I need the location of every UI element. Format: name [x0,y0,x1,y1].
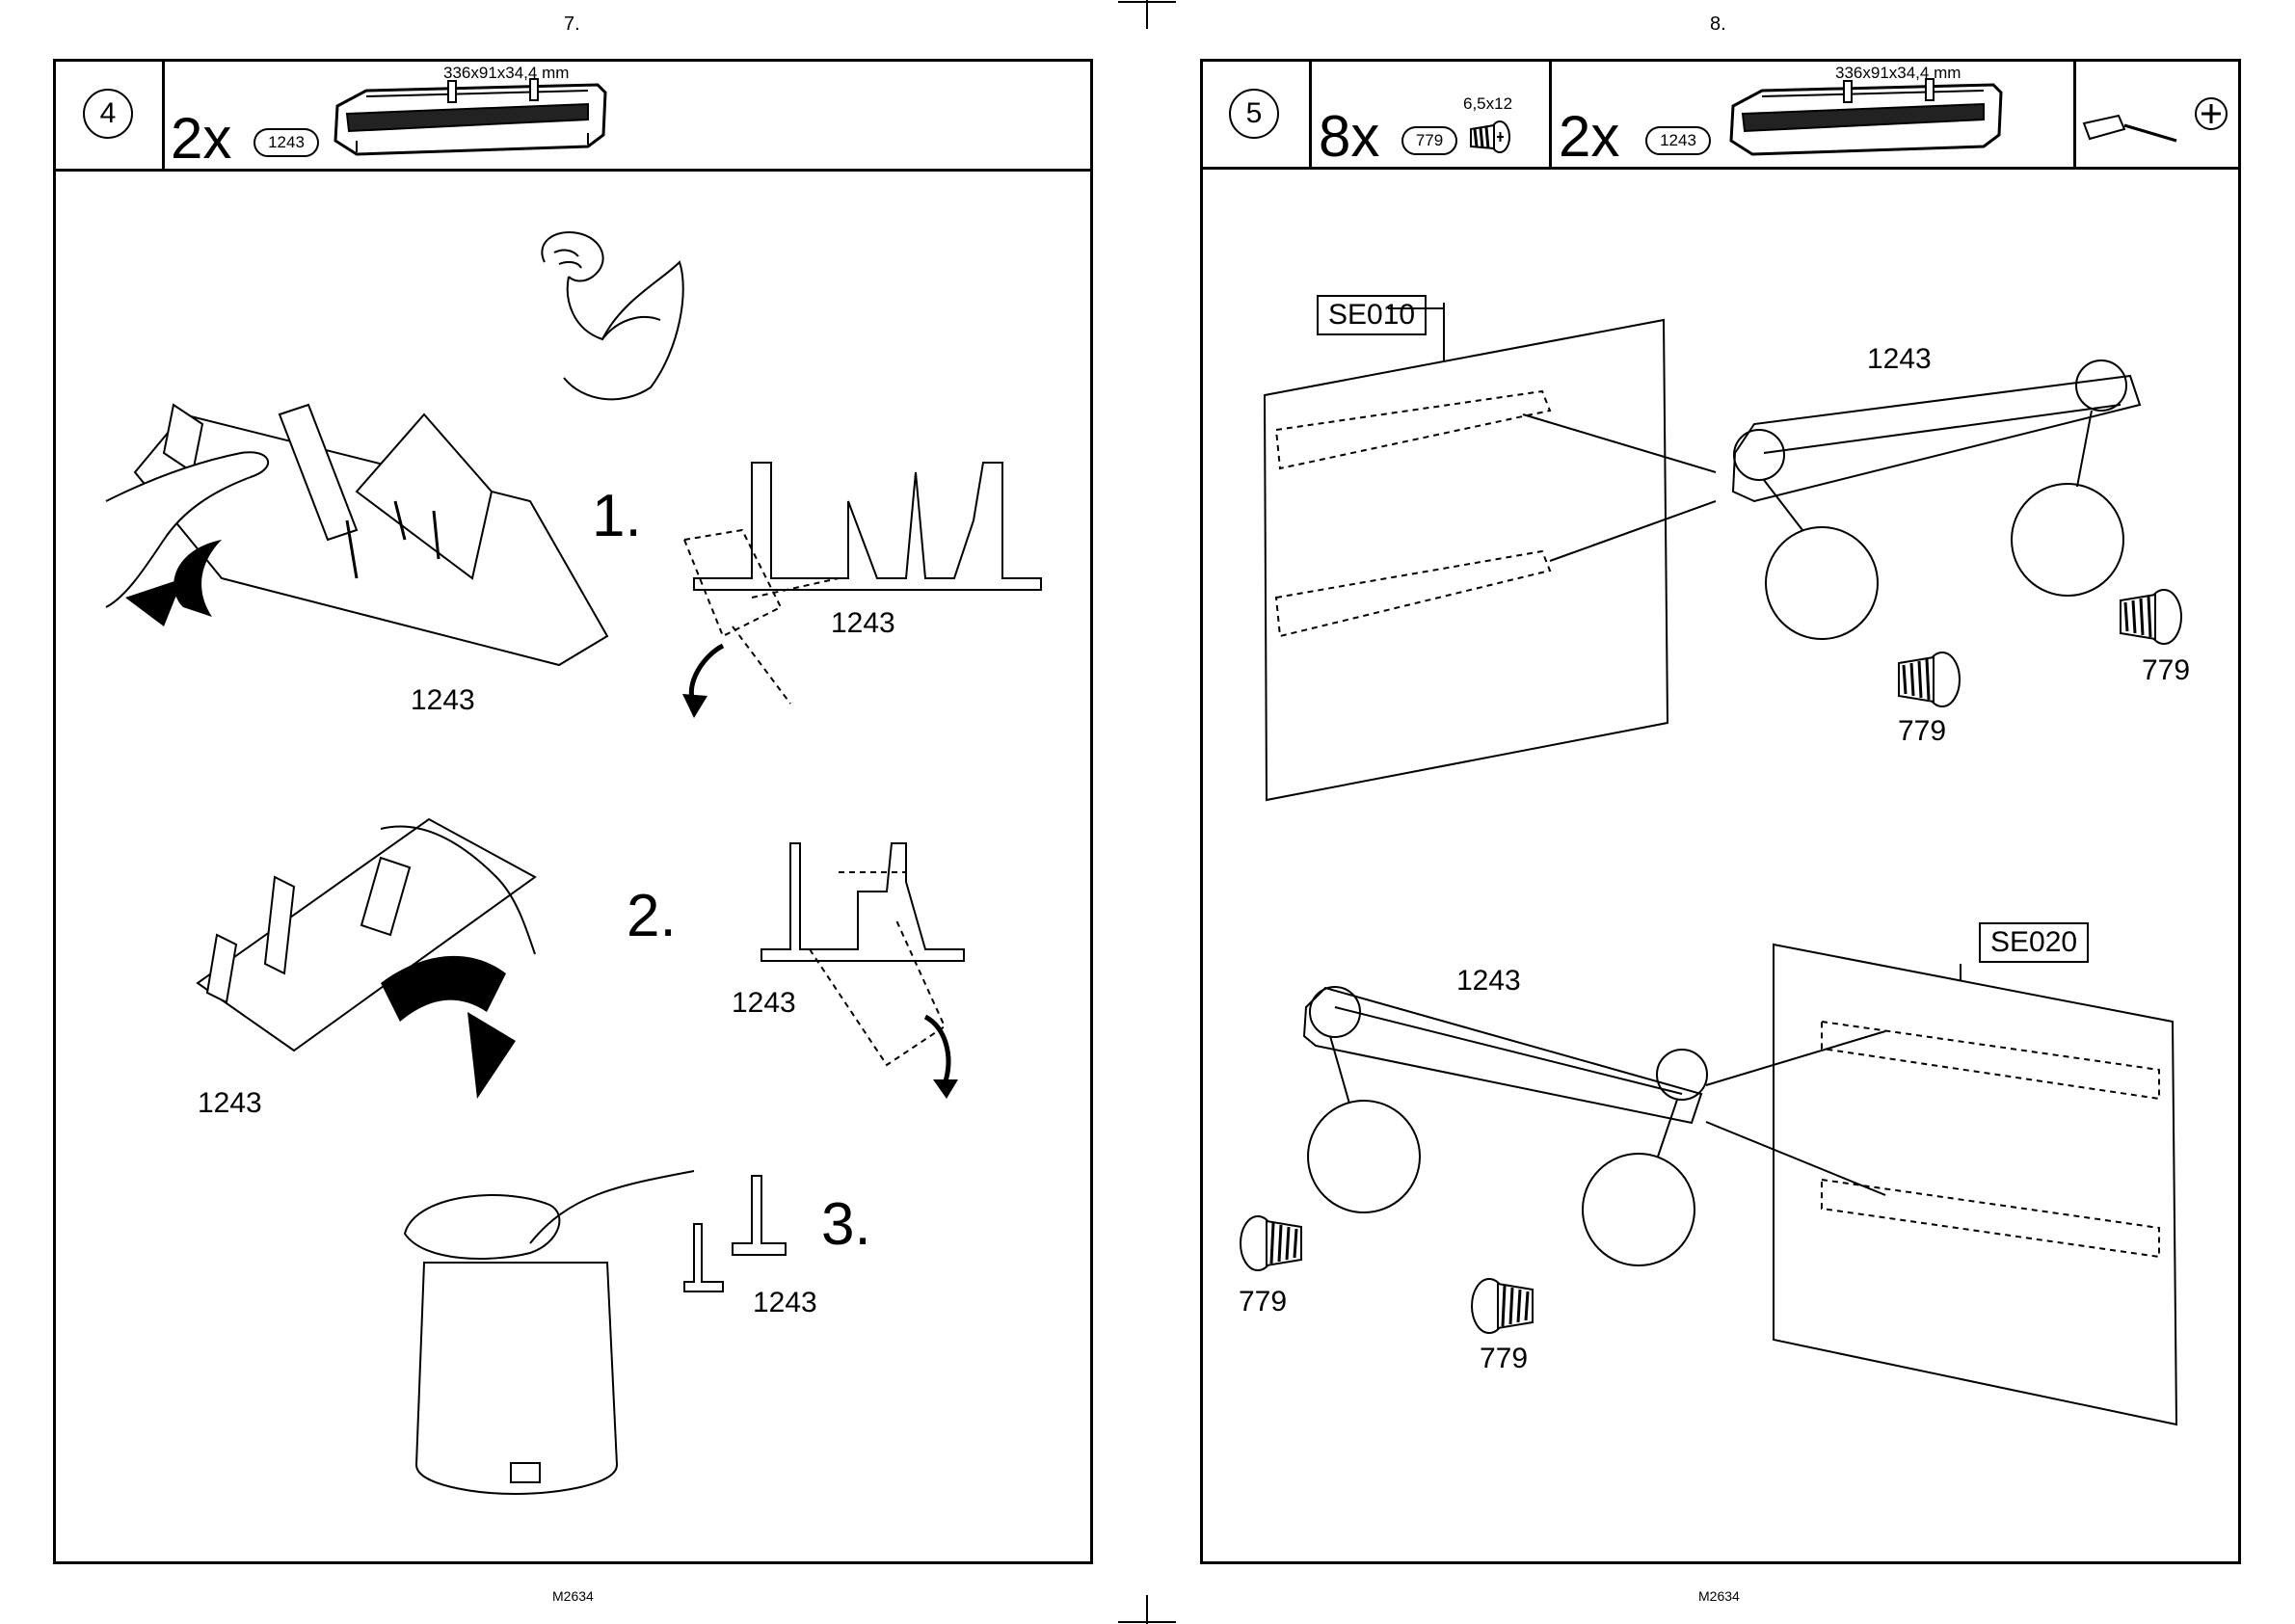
crop-marks [0,0,2295,1624]
